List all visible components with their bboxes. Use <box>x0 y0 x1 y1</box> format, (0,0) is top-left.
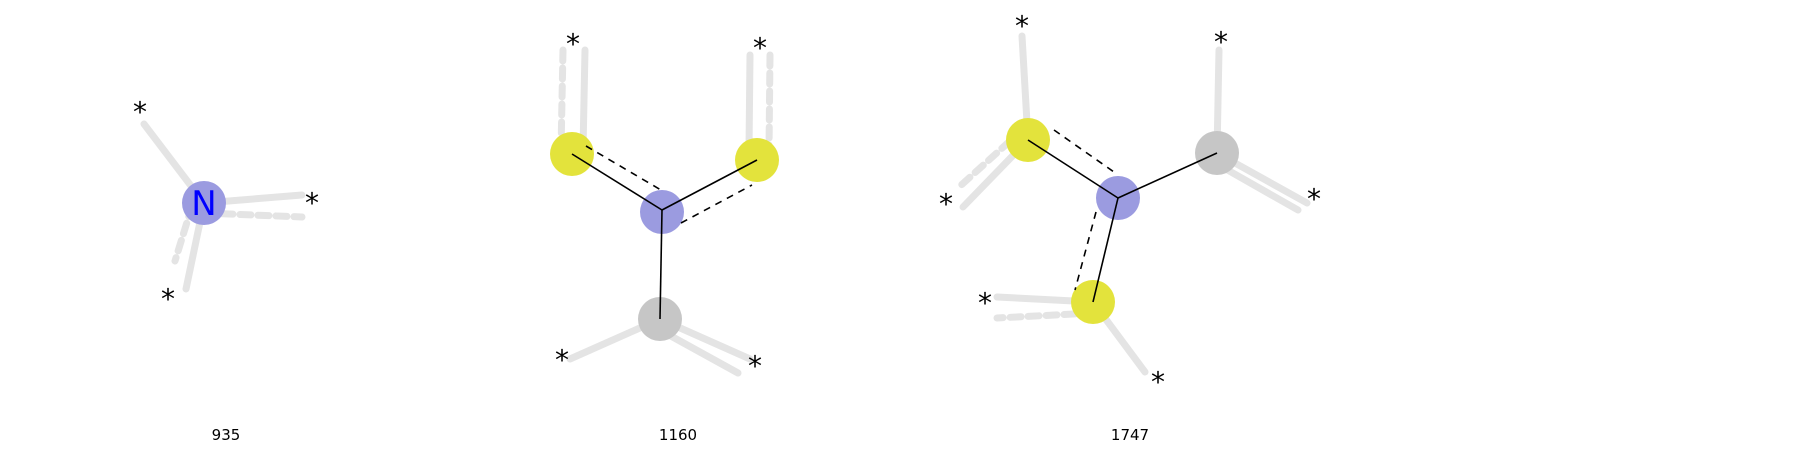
attachment-point: * <box>1151 366 1165 399</box>
molecule-caption: 1160 <box>659 426 697 444</box>
bonds <box>571 145 758 320</box>
molecule-935: N * * * <box>133 96 319 316</box>
attachment-point: * <box>555 344 569 377</box>
attachment-point: * <box>1307 183 1321 216</box>
attachment-point: * <box>978 287 992 320</box>
molecule-1747: * * * * * * <box>939 10 1321 399</box>
molecule-1160: * * * * <box>550 28 779 383</box>
bonds <box>1027 129 1218 303</box>
attachment-point: * <box>748 350 762 383</box>
attachment-point: * <box>753 32 767 65</box>
attachment-point: * <box>161 283 175 316</box>
attachment-point: * <box>566 28 580 61</box>
attachment-point: * <box>133 96 147 129</box>
attachment-point: * <box>1015 10 1029 43</box>
molecule-caption: 935 <box>212 426 241 444</box>
bond-highlights <box>557 46 774 377</box>
nitrogen-label: N <box>191 184 216 224</box>
attachment-point: * <box>305 187 319 220</box>
nitrogen-atom <box>182 181 226 225</box>
molecule-caption: 1747 <box>1111 426 1149 444</box>
attachment-point: * <box>939 188 953 221</box>
attachment-point: * <box>1214 26 1228 59</box>
